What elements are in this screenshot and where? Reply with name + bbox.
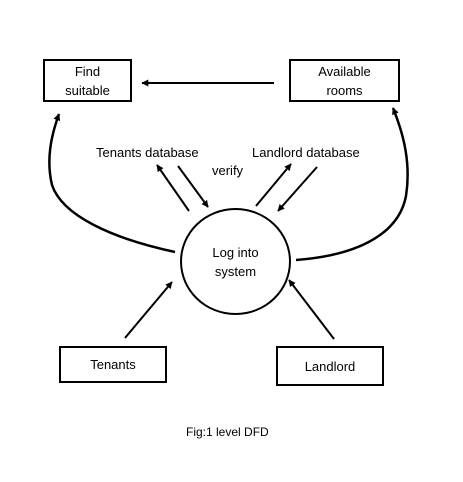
find-suitable-box: Find suitable <box>43 59 132 102</box>
verify-flow-label: verify <box>212 163 244 178</box>
arrow-log-into-system-to-tenants-database <box>156 164 190 212</box>
arrow-tenants-database-to-log-into-system <box>177 165 209 208</box>
figure-caption: Fig:1 level DFD <box>186 425 269 439</box>
arrow-log-into-system-to-landlord-database <box>255 163 292 207</box>
tenants-database-flow-label: Tenants database <box>96 145 199 160</box>
landlord-database-flow-label: Landlord database <box>252 145 360 160</box>
arrow-landlord-database-to-log-into-system <box>277 166 318 212</box>
available-rooms-box: Available rooms <box>289 59 400 102</box>
arrow-landlord-to-log-into-system <box>288 279 335 340</box>
arrow-tenants-to-log-into-system <box>124 281 173 339</box>
find-suitable-label: Find suitable <box>65 63 110 98</box>
log-into-system-process: Log into system <box>180 208 291 315</box>
arrow-log-into-system-to-available-rooms <box>295 107 409 262</box>
arrow-log-into-system-to-find-suitable <box>48 113 176 254</box>
tenants-box: Tenants <box>59 346 167 383</box>
available-rooms-label: Available rooms <box>318 63 371 98</box>
landlord-box: Landlord <box>276 346 384 386</box>
landlord-label: Landlord <box>304 358 356 374</box>
tenants-label: Tenants <box>90 357 136 372</box>
log-into-system-label: Log into system <box>212 244 259 279</box>
